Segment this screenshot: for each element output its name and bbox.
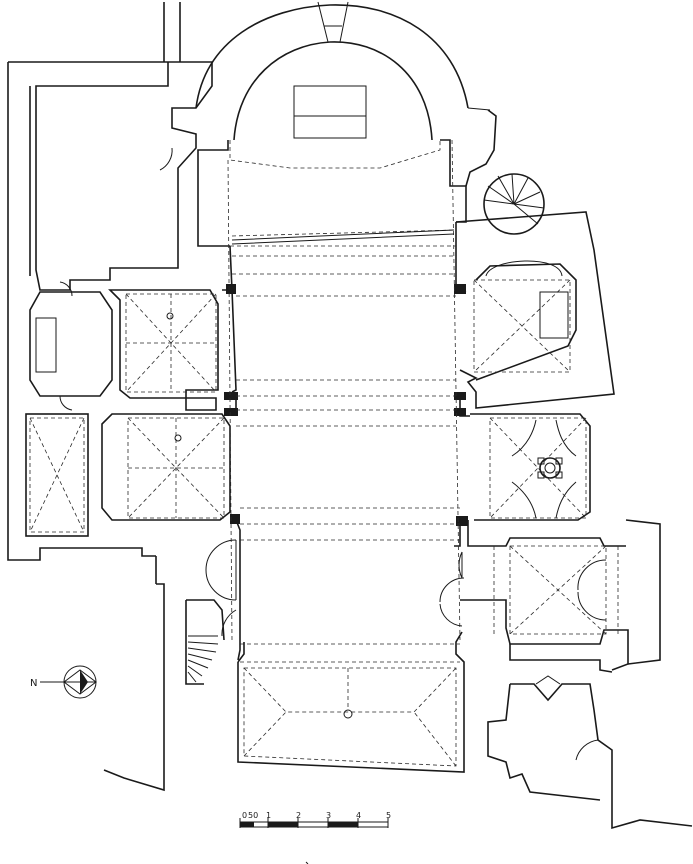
south-chapel-2 [470, 413, 591, 521]
north-chapel-1 [108, 289, 219, 411]
scale-label-1: 1 [266, 811, 271, 820]
north-arrow: N [30, 665, 97, 699]
south-chapel-1 [455, 211, 615, 409]
scale-label-4: 4 [356, 811, 361, 820]
baptismal-font [537, 457, 563, 479]
north-chapel-2 [101, 413, 231, 521]
west-bay [237, 631, 465, 773]
scale-label-3: 3 [326, 811, 331, 820]
scale-label-0: 0 [242, 811, 247, 820]
north-entrance [185, 539, 237, 685]
apse [172, 1, 491, 169]
tower-stub [163, 2, 181, 62]
north-sacristy [7, 61, 213, 561]
north-label: N [30, 678, 37, 689]
north-corner-room [25, 413, 89, 537]
north-stair [187, 635, 219, 683]
scale-bar: 0 50 1 2 3 4 5 [239, 811, 391, 828]
south-west-rooms [487, 644, 693, 830]
south-porch [439, 519, 661, 671]
site-boundary [103, 556, 165, 792]
altar [293, 85, 367, 139]
scale-label-2: 2 [296, 811, 301, 820]
nave [197, 139, 470, 663]
choir-step [231, 229, 455, 245]
scale-label-50: 50 [248, 811, 258, 820]
spiral-stair [465, 109, 545, 235]
scale-label-5: 5 [386, 811, 391, 820]
north-side-room [29, 291, 113, 411]
